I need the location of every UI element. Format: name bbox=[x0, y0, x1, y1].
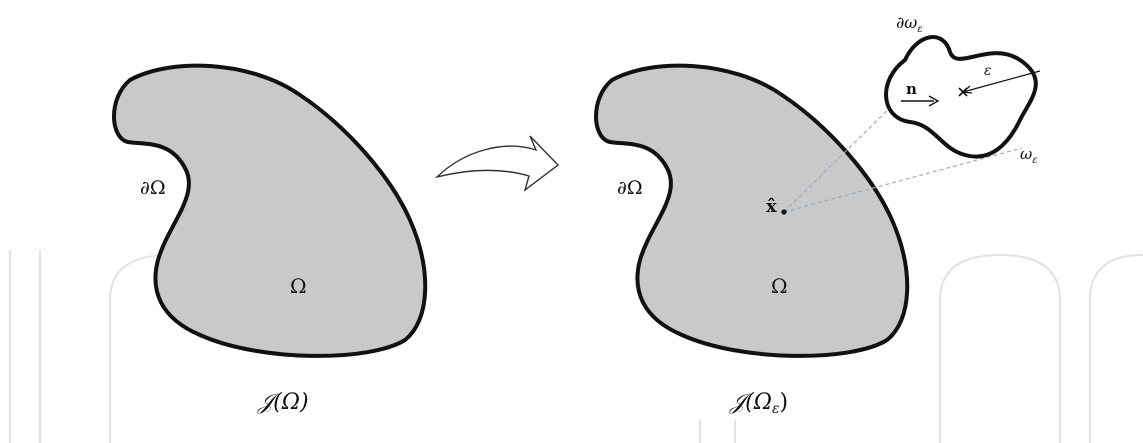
normal-vector bbox=[901, 95, 940, 107]
boundary-label: ∂Ω bbox=[140, 177, 166, 199]
domain-label: Ω bbox=[771, 274, 788, 298]
domain-omega-shape bbox=[594, 63, 910, 358]
point-marker bbox=[781, 209, 787, 215]
hole-shape bbox=[884, 35, 1038, 159]
point-label: x̂ bbox=[766, 196, 777, 217]
zoom-guides bbox=[783, 91, 1023, 213]
domain-label: Ω bbox=[290, 274, 307, 298]
domain-omega-shape bbox=[112, 63, 428, 358]
right-panel: ∂Ω x̂ Ω 𝒥(Ωε) ∂ωε n bbox=[594, 13, 1041, 417]
curved-arrow-icon bbox=[434, 135, 560, 192]
functional-caption: 𝒥(Ω) bbox=[257, 390, 309, 415]
boundary-label: ∂Ω bbox=[617, 177, 643, 199]
left-panel: ∂Ω Ω 𝒥(Ω) bbox=[112, 63, 428, 415]
hole-label: ωε bbox=[1020, 145, 1038, 166]
radius-label: ε bbox=[984, 63, 992, 79]
watermark bbox=[9, 250, 1143, 443]
normal-label: n bbox=[906, 80, 917, 98]
radius-line bbox=[962, 70, 1041, 93]
hole-inset: ∂ωε n ε ωε bbox=[884, 13, 1041, 166]
hole-boundary-label: ∂ωε bbox=[896, 13, 923, 35]
perturbed-functional-caption: 𝒥(Ωε) bbox=[729, 390, 788, 417]
